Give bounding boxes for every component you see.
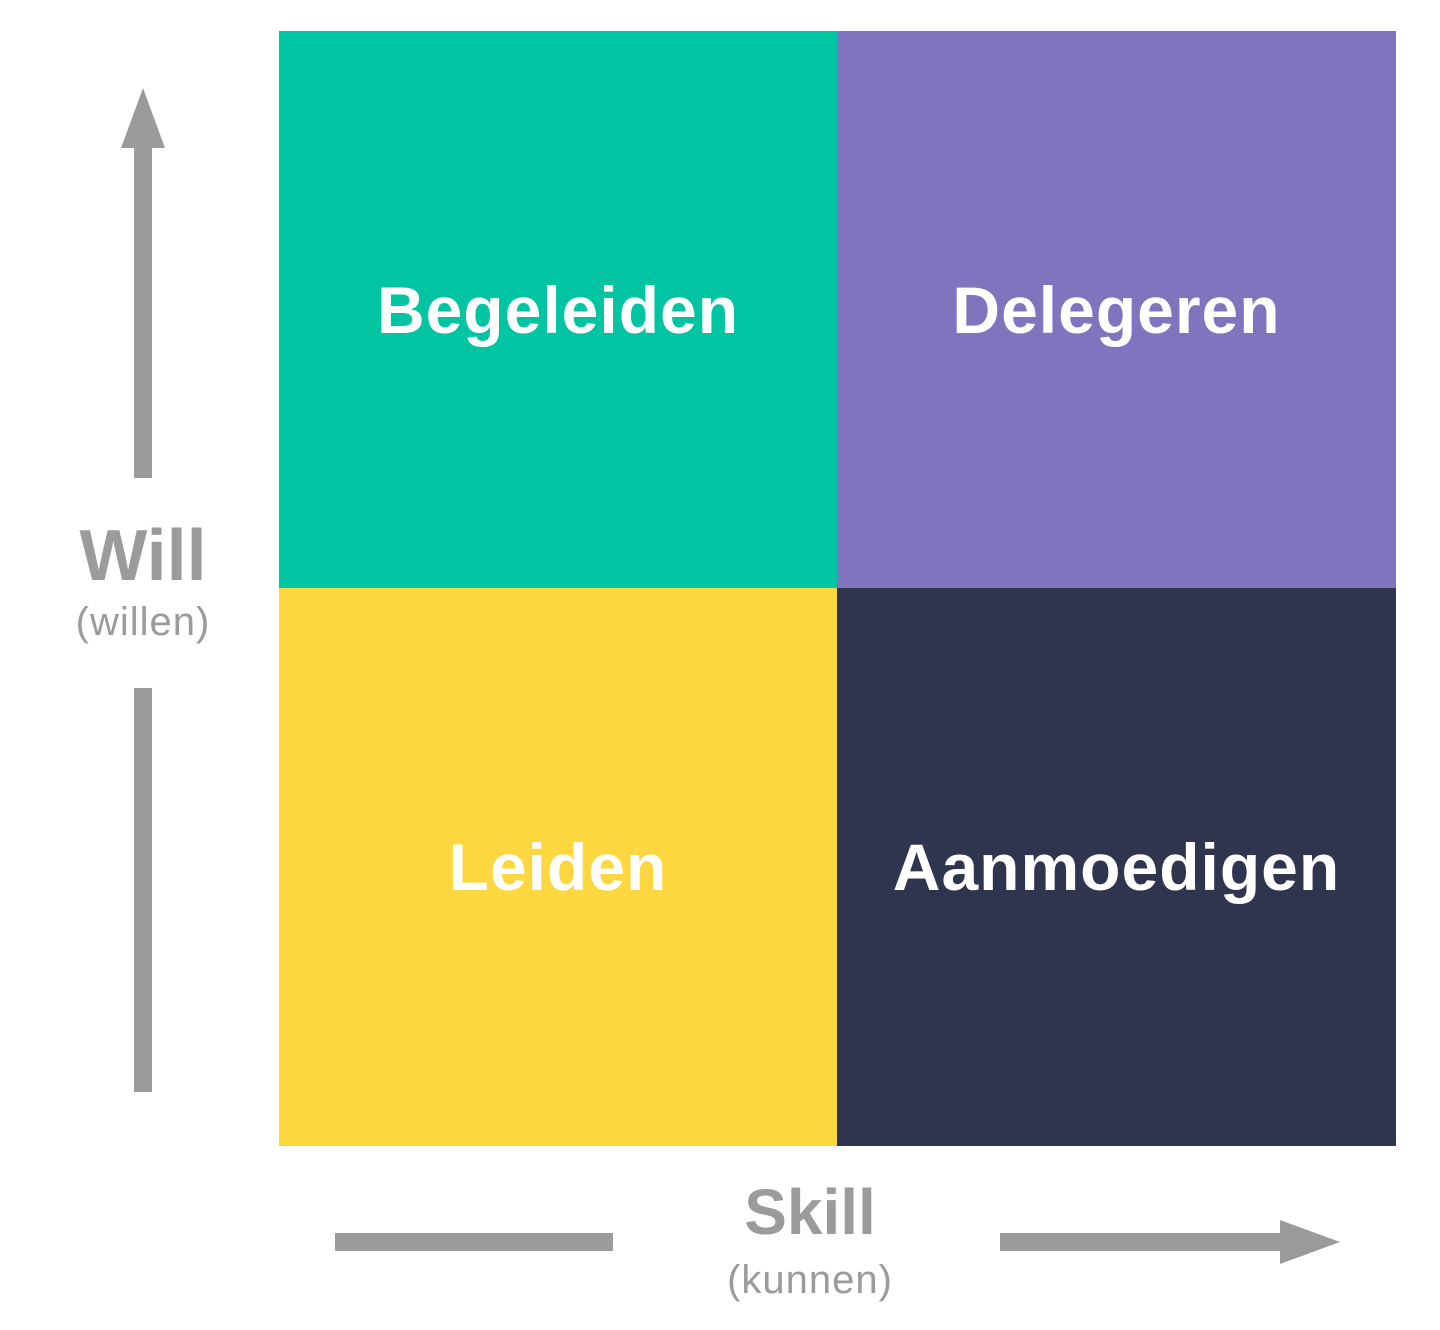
x-axis-arrow-icon (335, 1220, 1340, 1264)
x-axis-title: Skill (744, 1176, 876, 1248)
quadrant-begeleiden: Begeleiden (279, 31, 837, 588)
quadrant-label-aanmoedigen: Aanmoedigen (892, 830, 1341, 904)
quadrant-label-delegeren: Delegeren (952, 272, 1281, 347)
quadrant-delegeren: Delegeren (837, 31, 1396, 588)
y-axis-lower-shaft (134, 688, 152, 1092)
x-axis-subtitle: (kunnen) (727, 1258, 893, 1302)
y-axis-upper-shaft (134, 145, 152, 478)
y-axis-arrow-icon (121, 88, 165, 1092)
y-axis-title: Will (79, 516, 207, 596)
x-axis-arrowhead-icon (1280, 1220, 1340, 1264)
quadrant-label-begeleiden: Begeleiden (376, 272, 740, 347)
y-axis-arrowhead-icon (121, 88, 165, 148)
quadrant-label-leiden: Leiden (448, 830, 668, 904)
x-axis-left-shaft (335, 1233, 613, 1251)
quadrant-aanmoedigen: Aanmoedigen (837, 588, 1396, 1146)
quadrant-leiden: Leiden (279, 588, 837, 1146)
y-axis-subtitle: (willen) (75, 600, 211, 644)
x-axis-right-shaft (1000, 1233, 1285, 1251)
